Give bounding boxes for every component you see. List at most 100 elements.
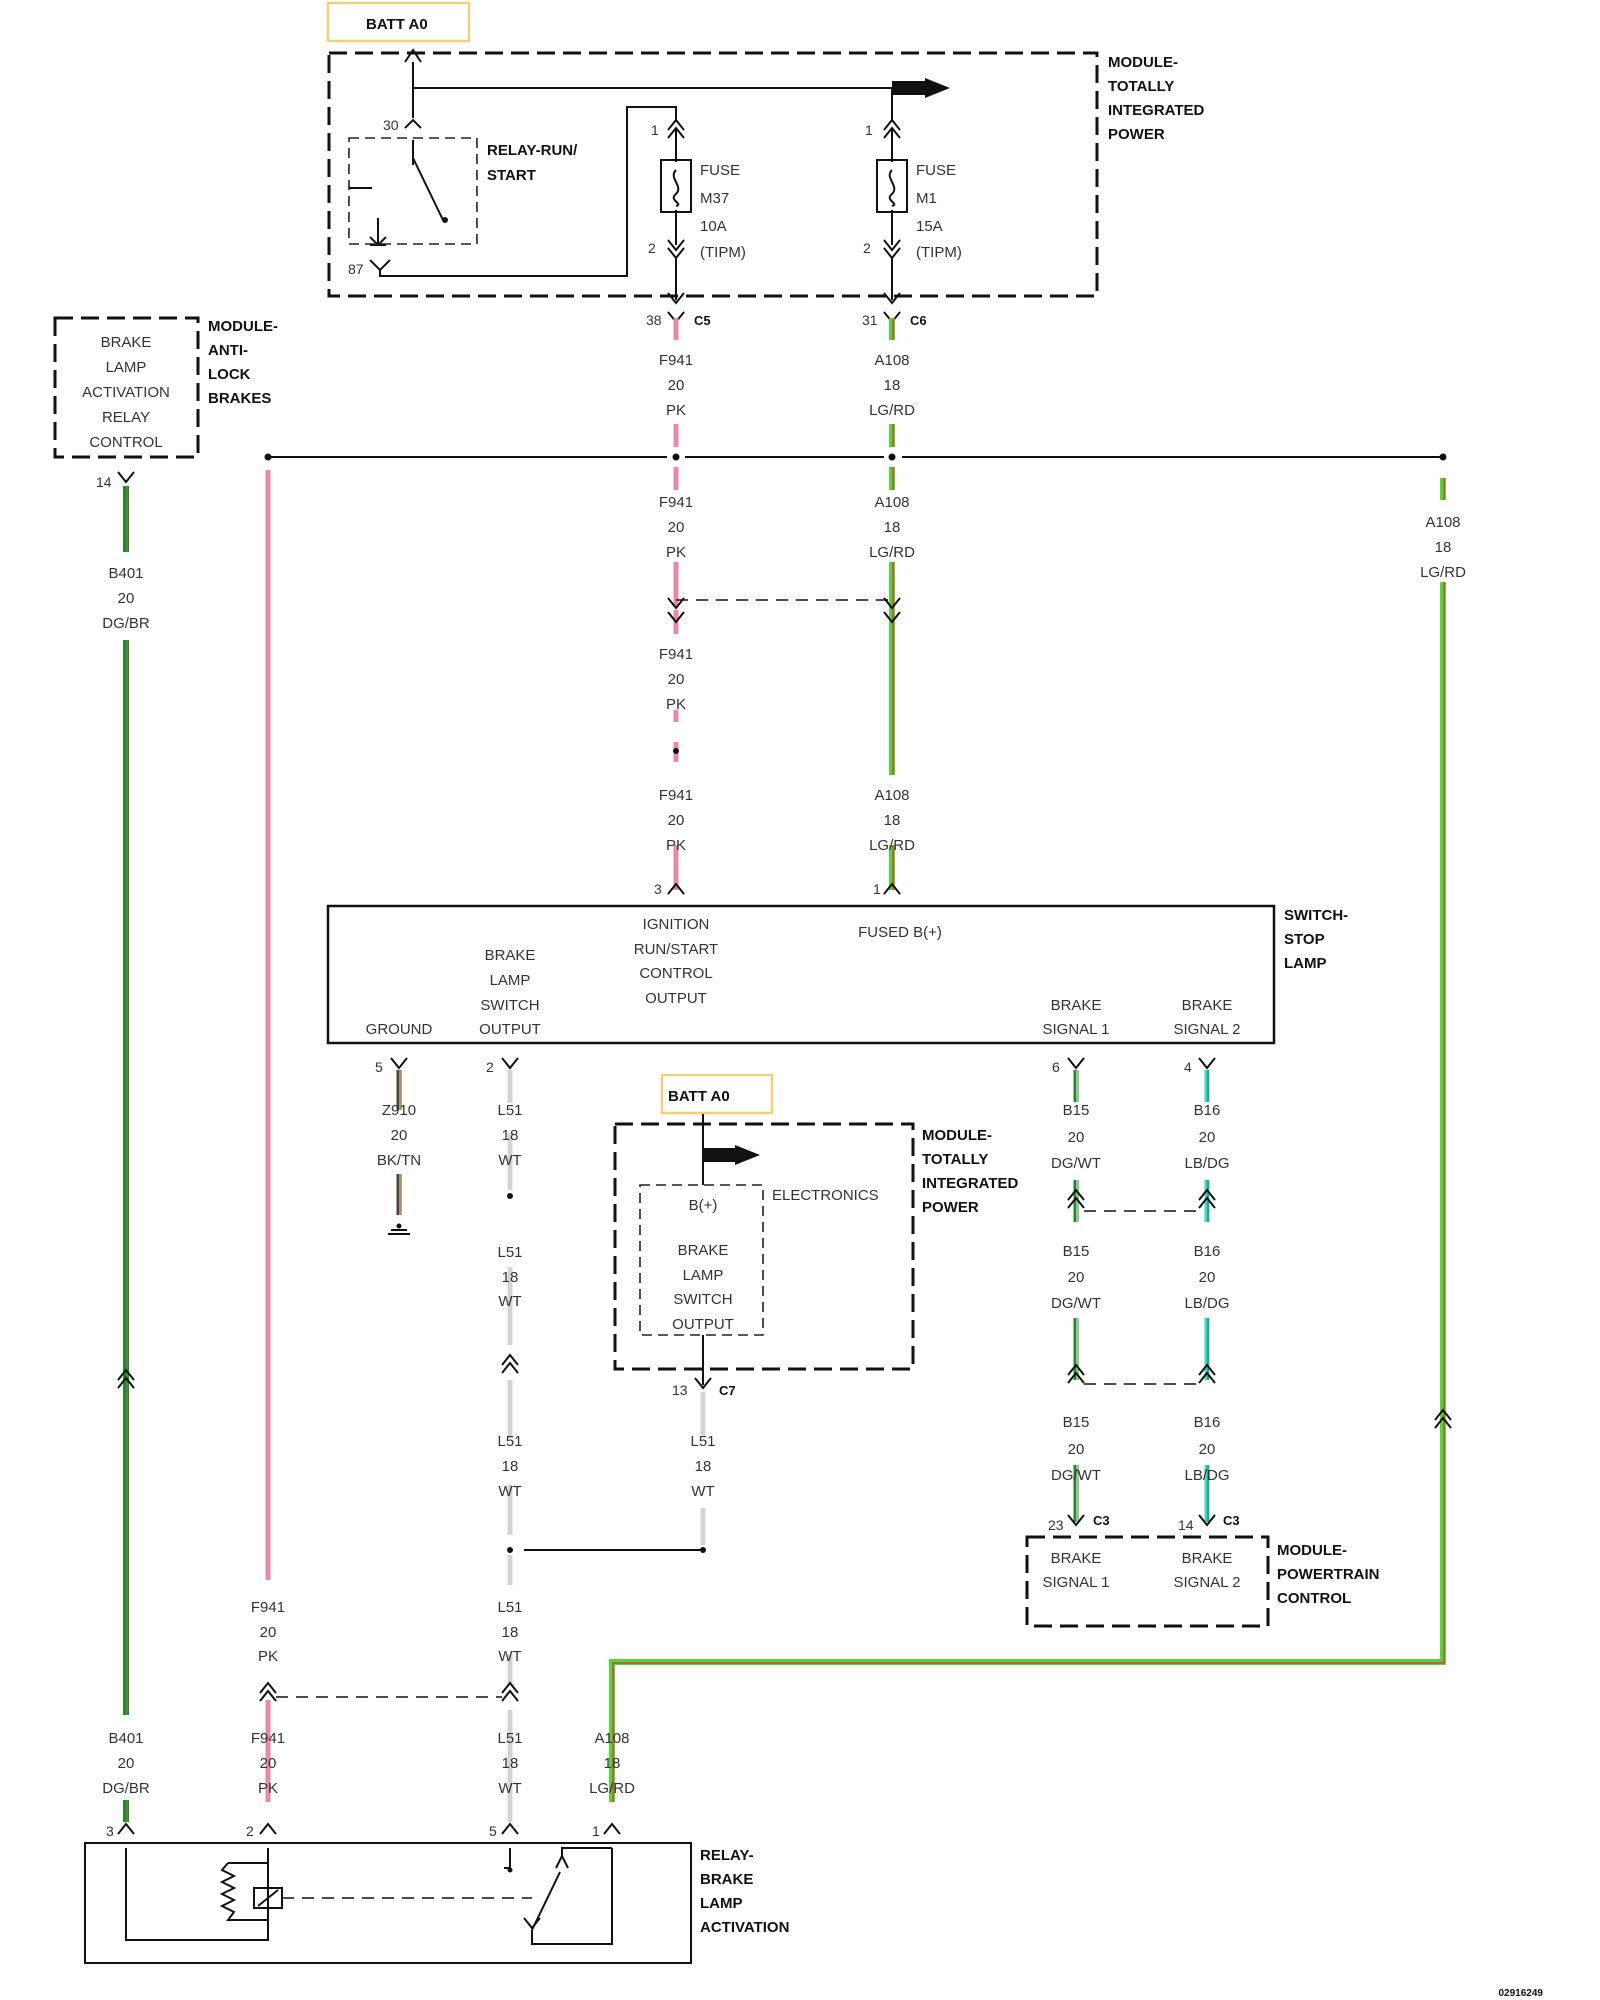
svg-text:LAMP: LAMP [1284,955,1327,972]
pcm-module-frame [1025,1535,1270,1628]
f941-label-2: F941 20 PK [659,494,693,561]
svg-text:LG/RD: LG/RD [869,837,915,854]
svg-text:F941: F941 [659,352,693,369]
a108-inline-connector [883,597,901,624]
fuse-m37-body [660,159,692,213]
l51-label-4: L51 18 WT [497,1599,522,1665]
svg-text:B401: B401 [108,1730,143,1747]
switch-pin-6-connector [1067,1057,1085,1070]
switch-fused-b-label: FUSED B(+) [858,924,942,941]
svg-text:F941: F941 [659,646,693,663]
l51-label-2: L51 18 WT [497,1244,522,1310]
switch-pin-1: 1 [873,881,881,897]
tipm-mid-module-frame [613,1122,915,1371]
a108-wire-center [889,318,895,890]
svg-text:BRAKE: BRAKE [1051,1550,1102,1567]
svg-text:L51: L51 [497,1102,522,1119]
b16-label-2: B16 20 LB/DG [1184,1243,1229,1312]
svg-text:SWITCH: SWITCH [480,997,539,1014]
svg-text:IGNITION: IGNITION [643,916,710,933]
svg-text:L51: L51 [497,1730,522,1747]
svg-text:DG/WT: DG/WT [1051,1295,1101,1312]
svg-text:B16: B16 [1194,1102,1221,1119]
b16-inline-connector-1 [1198,1188,1216,1209]
svg-text:SIGNAL 2: SIGNAL 2 [1174,1021,1241,1038]
svg-text:20: 20 [260,1624,277,1641]
svg-text:BRAKE: BRAKE [101,334,152,351]
svg-text:SIGNAL 1: SIGNAL 1 [1043,1574,1110,1591]
svg-text:B15: B15 [1063,1414,1090,1431]
svg-text:LB/DG: LB/DG [1184,1295,1229,1312]
b16-inline-connector-2 [1198,1363,1216,1384]
svg-text:20: 20 [668,519,685,536]
fuse-m37-pin-2: 2 [648,240,656,256]
fuse-m37-pin-1: 1 [651,122,659,138]
tipm-top-title: MODULE- TOTALLY INTEGRATED POWER [1108,54,1205,143]
svg-text:LAMP: LAMP [700,1895,743,1912]
relay-switch-return [531,1848,613,1945]
svg-text:DG/WT: DG/WT [1051,1467,1101,1484]
l51-label-5: L51 18 WT [497,1730,522,1797]
relay-run-start-frame [348,137,478,245]
svg-text:20: 20 [260,1755,277,1772]
svg-text:M1: M1 [916,190,937,207]
abs-module-frame [53,316,200,459]
pcm-brake-signal-1-label: BRAKE SIGNAL 1 [1043,1550,1110,1591]
svg-text:18: 18 [695,1458,712,1475]
svg-text:Z910: Z910 [382,1102,416,1119]
splice-dot-left [264,453,272,461]
svg-text:MODULE-: MODULE- [922,1127,992,1144]
svg-text:BRAKE: BRAKE [1182,1550,1233,1567]
switch-brake-signal-2-label: BRAKE SIGNAL 2 [1174,997,1241,1038]
tipm-mid-bplus-label: B(+) [689,1197,718,1214]
relay-bottom-pin-5-connector [501,1822,519,1835]
svg-text:SIGNAL 1: SIGNAL 1 [1043,1021,1110,1038]
svg-text:LG/RD: LG/RD [869,402,915,419]
svg-text:BRAKE: BRAKE [1182,997,1233,1014]
svg-text:20: 20 [1199,1269,1216,1286]
svg-text:START: START [487,167,536,184]
switch-pin-1-connector [883,882,901,895]
svg-text:PK: PK [258,1780,278,1797]
svg-text:PK: PK [258,1648,278,1665]
relay-bottom-pin-3-connector [117,1822,135,1835]
svg-text:18: 18 [502,1624,519,1641]
pcm-c3-label-1: C3 [1093,1513,1110,1528]
svg-text:OUTPUT: OUTPUT [645,990,707,1007]
stop-lamp-switch-box [326,904,1276,1045]
svg-text:B16: B16 [1194,1243,1221,1260]
f941-label-6: F941 20 PK [251,1730,285,1797]
svg-text:18: 18 [884,519,901,536]
pcm-title: MODULE- POWERTRAIN CONTROL [1277,1542,1380,1607]
pcm-c3-pin-23-connector [1067,1514,1085,1527]
svg-text:20: 20 [1068,1269,1085,1286]
svg-text:20: 20 [1068,1129,1085,1146]
switch-stop-lamp-title: SWITCH- STOP LAMP [1284,907,1348,972]
svg-text:A108: A108 [874,494,909,511]
svg-text:B15: B15 [1063,1243,1090,1260]
relay-run-start-label: RELAY-RUN/ START [487,142,578,184]
svg-text:MODULE-: MODULE- [1277,1542,1347,1559]
svg-text:BRAKE: BRAKE [700,1871,753,1888]
switch-pin-2: 2 [486,1059,494,1075]
svg-text:F941: F941 [659,787,693,804]
switch-pin-5-connector [390,1057,408,1070]
tipm-top-module-frame [327,51,1099,298]
fuse-m37-to-c5 [667,258,685,305]
b16-label-1: B16 20 LB/DG [1184,1102,1229,1172]
b15-label-1: B15 20 DG/WT [1051,1102,1101,1172]
switch-pin-6: 6 [1052,1059,1060,1075]
svg-text:SIGNAL 2: SIGNAL 2 [1174,1574,1241,1591]
svg-text:LB/DG: LB/DG [1184,1467,1229,1484]
tipm-mid-output-label: BRAKE LAMP SWITCH OUTPUT [672,1242,734,1333]
svg-text:CONTROL: CONTROL [1277,1590,1351,1607]
svg-text:MODULE-: MODULE- [1108,54,1178,71]
tipm-mid-electronics-frame [639,1184,764,1336]
c7-pin: 13 [672,1382,688,1398]
svg-text:CONTROL: CONTROL [639,965,712,982]
b15-inline-connector-1 [1067,1188,1085,1209]
relay-bottom-pin-1: 1 [592,1823,600,1839]
svg-text:BRAKE: BRAKE [485,947,536,964]
svg-text:LAMP: LAMP [490,972,531,989]
tipm-mid-bus-arrow-icon [703,1145,760,1165]
